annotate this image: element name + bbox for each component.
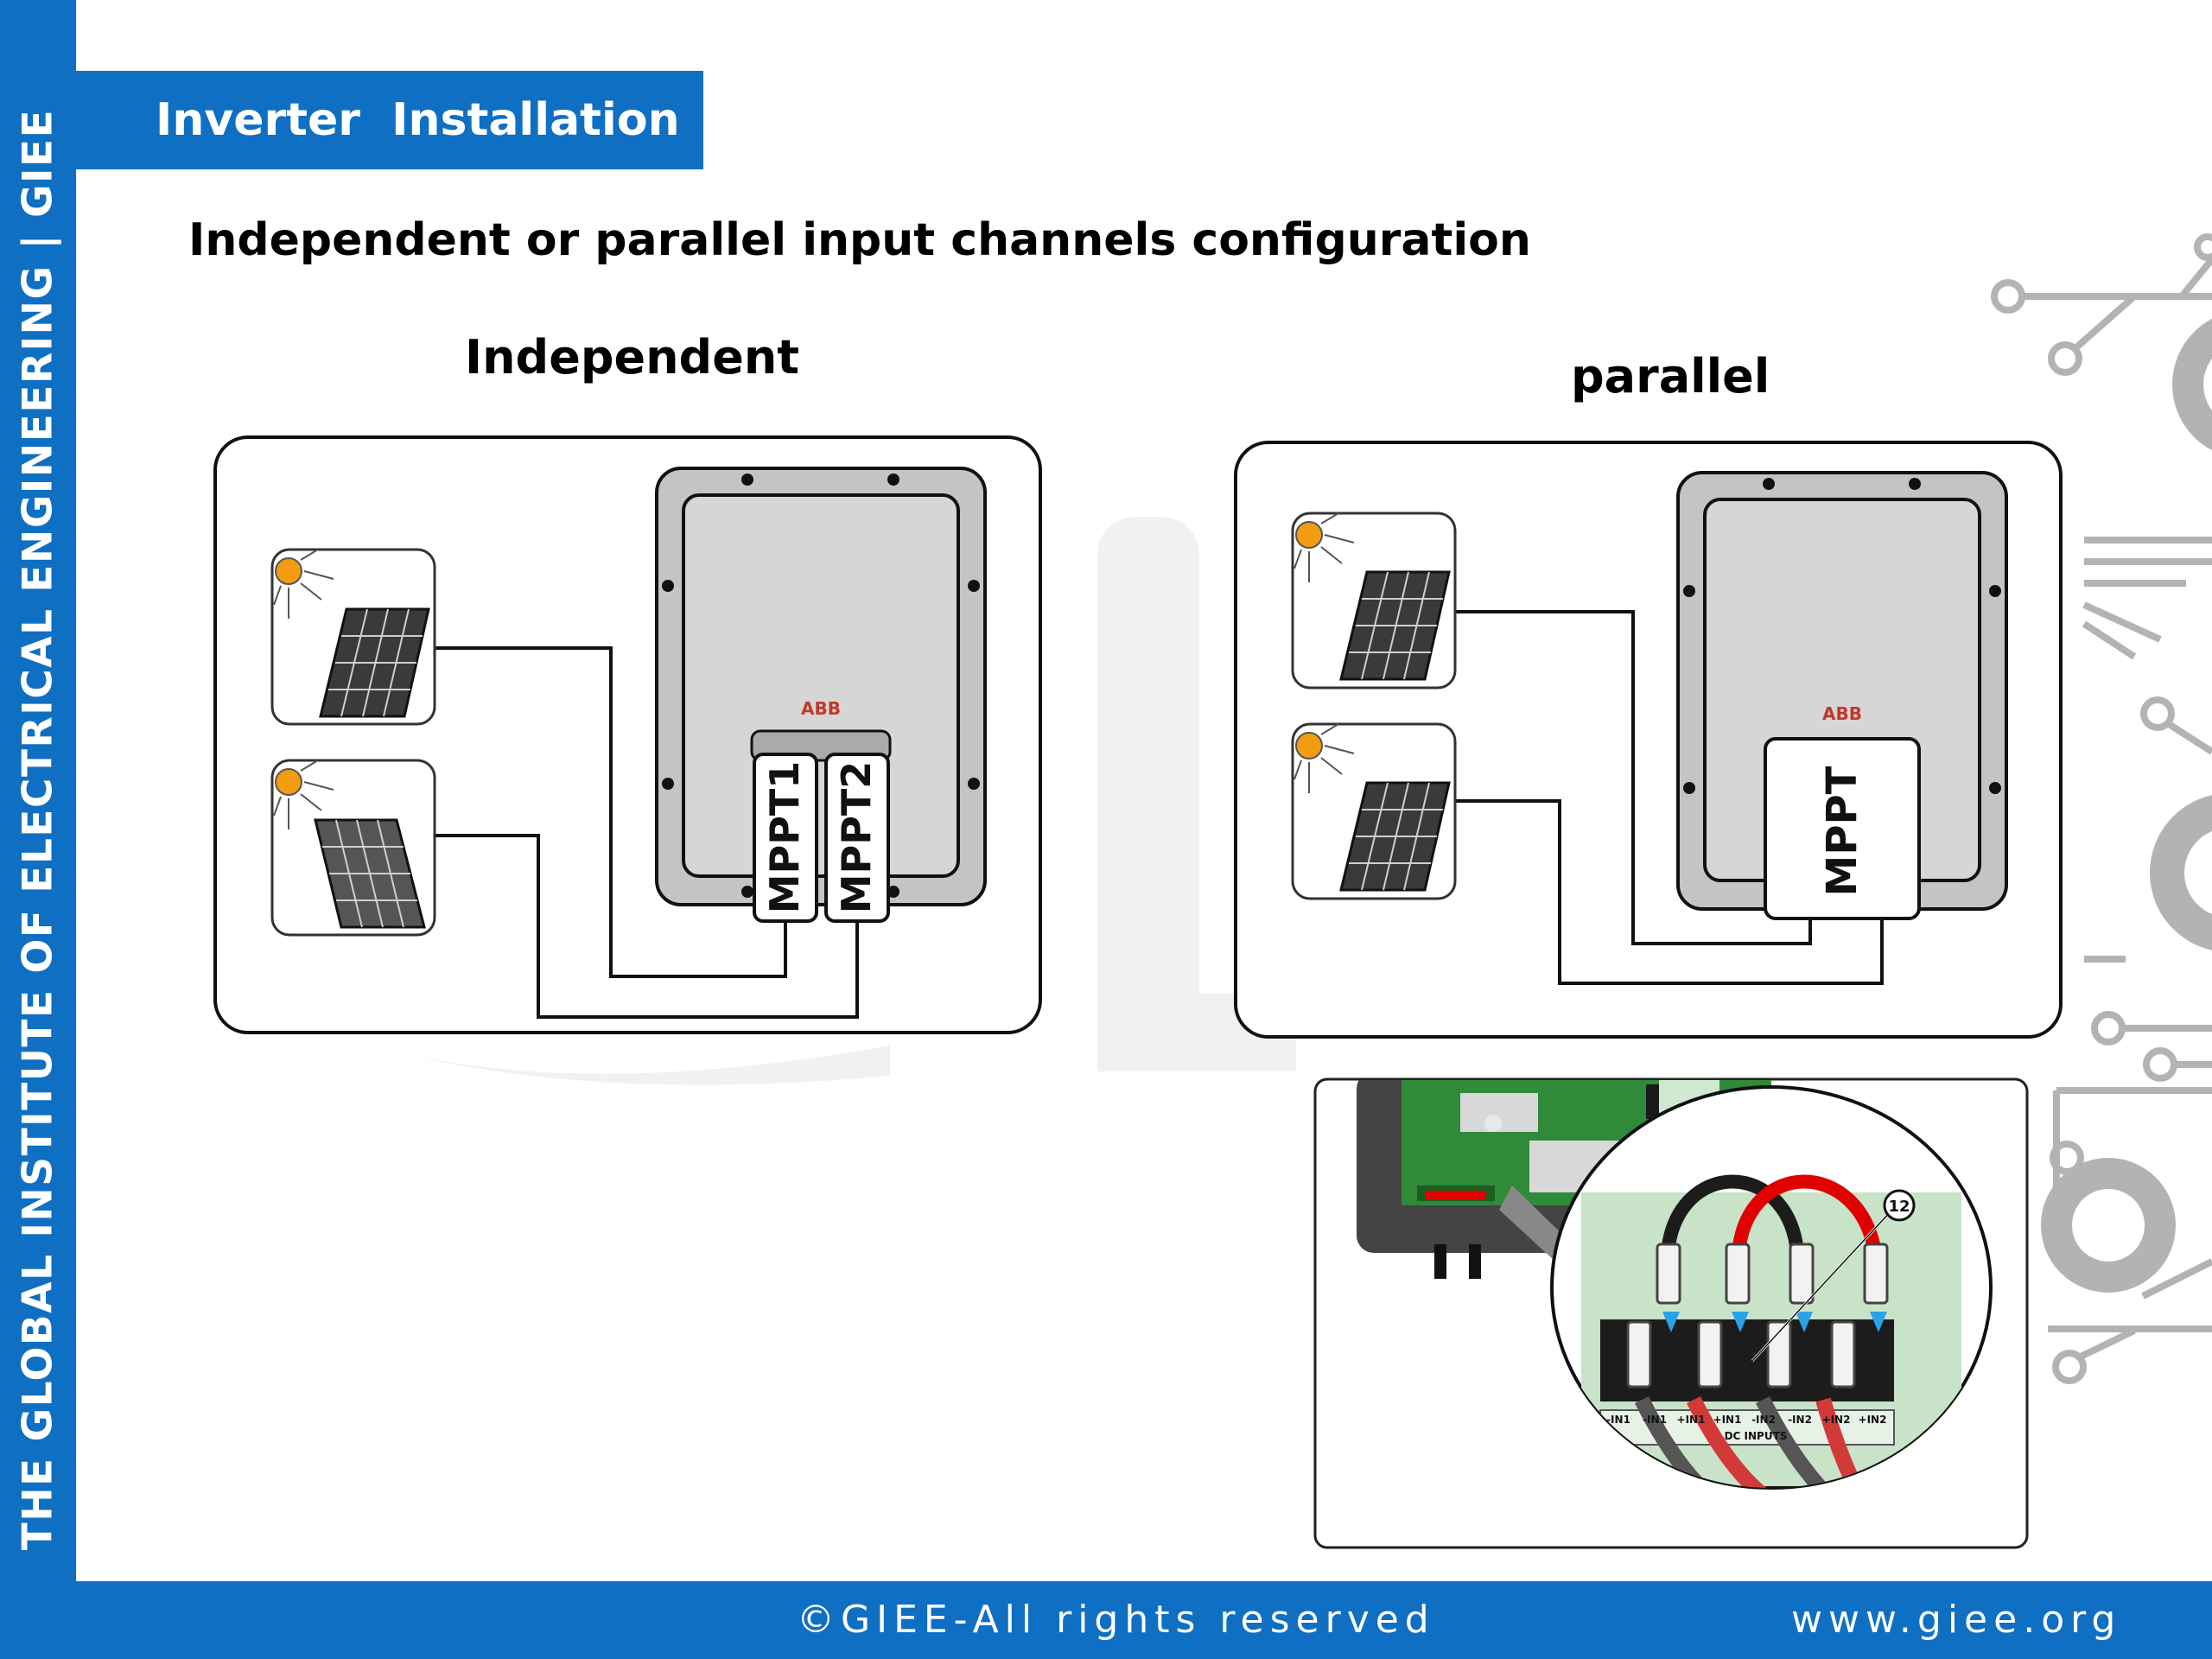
inverter-brand-label: ABB bbox=[801, 698, 841, 719]
terminal-labels: -IN1 -IN1 +IN1 +IN1 -IN2 -IN2 +IN2 +IN2 bbox=[1606, 1414, 1886, 1426]
independent-label: Independent bbox=[465, 330, 800, 385]
parallel-diagram: ABB MPPT bbox=[1234, 441, 2063, 1039]
page-title: Inverter Installation bbox=[156, 94, 680, 146]
solar-module-2 bbox=[270, 759, 436, 937]
wire-parallel-1 bbox=[1454, 610, 1812, 945]
independent-diagram: ABB MPPT1 MPPT2 bbox=[213, 435, 1042, 1034]
parallel-label: parallel bbox=[1571, 349, 1770, 404]
footer-bar: ©GIEE-All rights reserved www.giee.org bbox=[76, 1581, 2212, 1659]
mppt2-module: MPPT2 bbox=[824, 753, 890, 923]
terminal-label: -IN2 bbox=[1751, 1414, 1776, 1426]
footer-website: www.giee.org bbox=[1791, 1598, 2122, 1642]
terminal-label: +IN1 bbox=[1713, 1414, 1742, 1426]
terminal-label: +IN1 bbox=[1677, 1414, 1706, 1426]
solar-module-3 bbox=[1291, 512, 1457, 690]
circuit-decoration bbox=[1991, 233, 2212, 1384]
mppt-module: MPPT bbox=[1764, 737, 1921, 920]
title-bar: Inverter Installation bbox=[76, 71, 703, 169]
terminal-caption: DC INPUTS bbox=[1725, 1430, 1788, 1442]
inverter-brand-label-parallel: ABB bbox=[1822, 703, 1862, 724]
terminal-label: -IN1 bbox=[1643, 1414, 1667, 1426]
wire-string-1 bbox=[434, 646, 787, 978]
terminal-label: -IN2 bbox=[1788, 1414, 1812, 1426]
callout-number: 12 bbox=[1888, 1198, 1910, 1216]
mppt1-module: MPPT1 bbox=[753, 753, 818, 923]
solar-module-1 bbox=[270, 548, 436, 726]
slide-heading: Independent or parallel input channels c… bbox=[188, 214, 1531, 266]
mppt2-label: MPPT2 bbox=[833, 761, 880, 914]
terminal-label: +IN2 bbox=[1822, 1414, 1851, 1426]
dc-input-detail: -IN1 -IN1 +IN1 +IN1 -IN2 -IN2 +IN2 +IN2 … bbox=[1313, 1077, 2029, 1549]
inverter-enclosure: ABB bbox=[655, 467, 987, 906]
mppt-label: MPPT bbox=[1818, 766, 1866, 896]
terminal-label: +IN2 bbox=[1859, 1414, 1887, 1426]
wire-parallel-2 bbox=[1454, 799, 1884, 985]
background-watermark bbox=[406, 517, 1296, 1085]
sidebar: THE GLOBAL INSTITUTE OF ELECTRICAL ENGIN… bbox=[0, 0, 76, 1659]
footer-copyright: ©GIEE-All rights reserved bbox=[797, 1598, 1435, 1642]
solar-module-4 bbox=[1291, 722, 1457, 900]
terminal-label: -IN1 bbox=[1606, 1414, 1630, 1426]
wire-string-2 bbox=[434, 834, 859, 1019]
mppt1-label: MPPT1 bbox=[761, 761, 808, 914]
